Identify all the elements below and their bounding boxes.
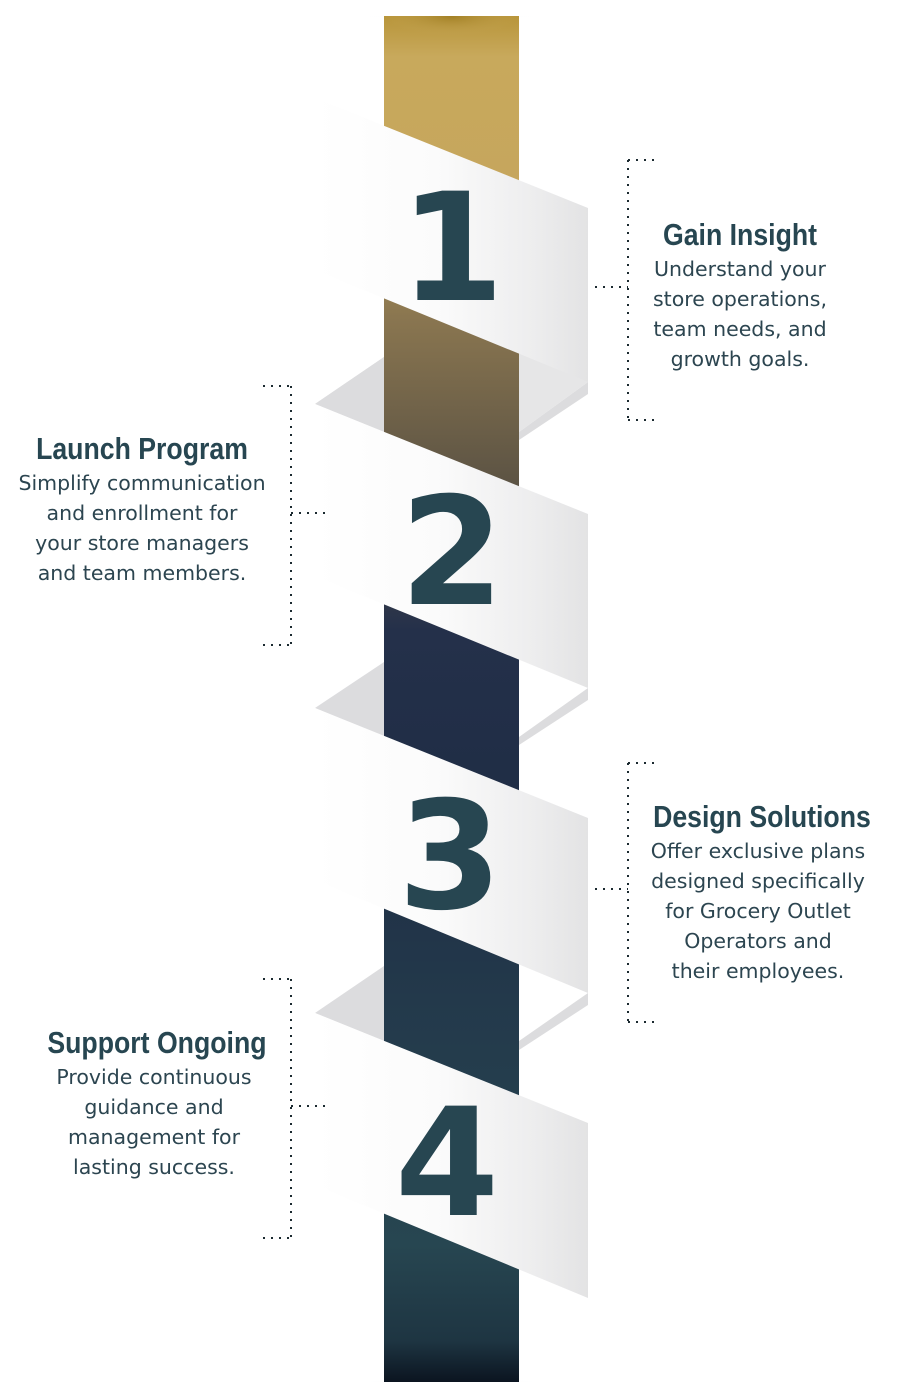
bracket-step-2 (263, 385, 325, 646)
bracket-step-4 (263, 978, 325, 1239)
step-3-description: Offer exclusive plans designed specifica… (650, 839, 866, 983)
step-3-text: Design Solutions Offer exclusive plans d… (636, 798, 880, 986)
band-step-2 (315, 404, 588, 745)
band-step-3 (315, 708, 588, 1050)
step-2-title: Launch Program (36, 431, 248, 466)
step-number-3: 3 (398, 770, 502, 944)
step-number-1: 1 (400, 162, 504, 336)
step-1-text: Gain Insight Understand your store opera… (630, 216, 850, 374)
step-2-text: Launch Program Simplify communication an… (0, 430, 284, 588)
step-1-description: Understand your store operations, team n… (653, 257, 827, 371)
step-2-description: Simplify communication and enrollment fo… (18, 471, 266, 585)
bracket-step-3 (595, 762, 658, 1023)
step-4-title: Support Ongoing (47, 1025, 267, 1060)
bracket-step-1 (595, 159, 658, 421)
step-number-2: 2 (400, 466, 504, 640)
band-step-4 (315, 1013, 588, 1298)
step-4-text: Support Ongoing Provide continuous guida… (30, 1024, 278, 1182)
step-number-4: 4 (395, 1077, 499, 1251)
step-4-description: Provide continuous guidance and manageme… (56, 1065, 252, 1179)
band-step-1 (315, 98, 588, 440)
step-3-title: Design Solutions (653, 799, 871, 834)
step-1-title: Gain Insight (662, 217, 818, 252)
